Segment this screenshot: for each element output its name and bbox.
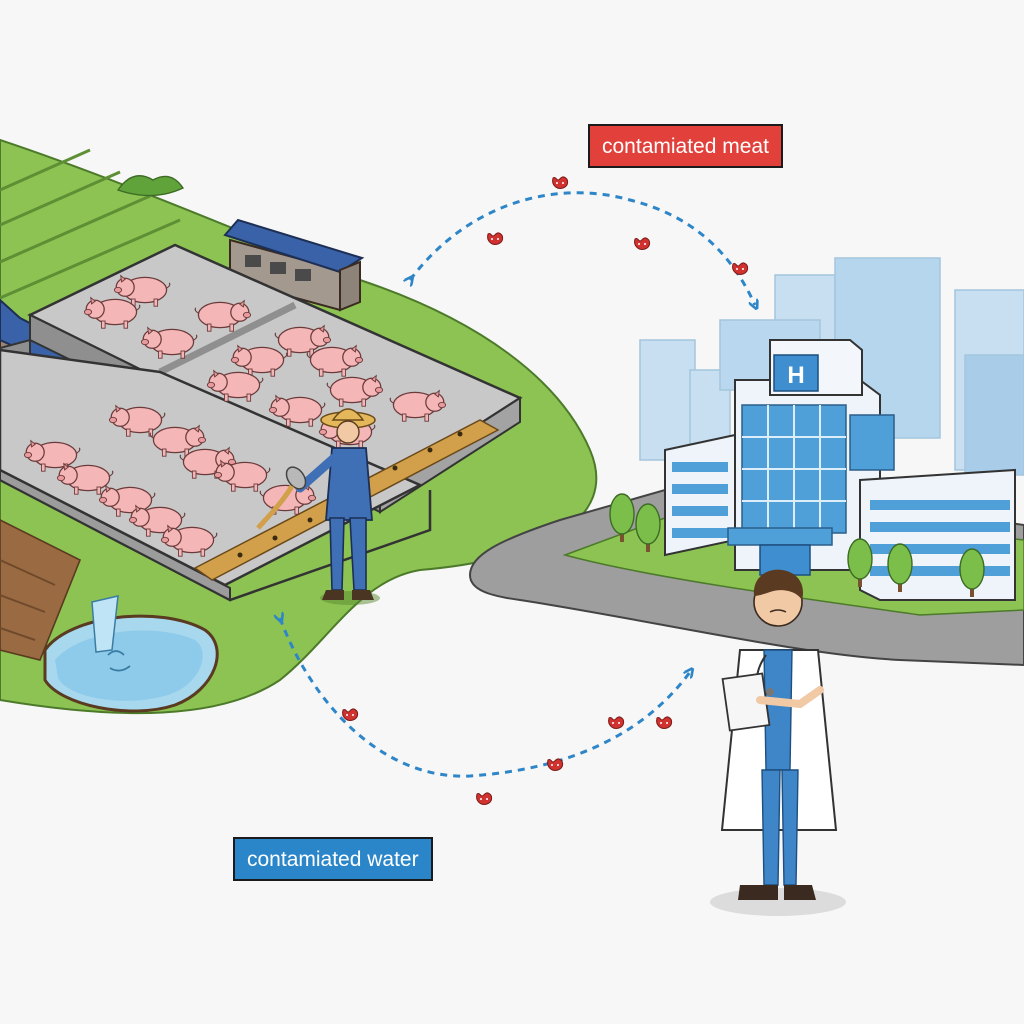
bacteria-icon (547, 758, 564, 771)
contaminated-meat-label: contamiated meat (588, 124, 783, 168)
bacteria-icon (476, 792, 493, 805)
bacteria-icon (342, 708, 359, 721)
bacteria-icon (608, 716, 625, 729)
water-pond (43, 595, 219, 713)
transmission-arrows (280, 191, 755, 778)
city-scene: H (468, 257, 1024, 916)
drain-pipe-flow (91, 595, 119, 653)
hospital-sign: H (787, 362, 804, 389)
water-transmission-arrow (280, 618, 690, 778)
bush (116, 175, 185, 197)
meat-transmission-arrow (410, 191, 755, 305)
hospital-building: H (664, 339, 1016, 601)
bacteria-icon (656, 716, 673, 729)
bacteria-icon (487, 232, 504, 245)
plowed-soil (0, 519, 82, 661)
crop-rows (0, 148, 181, 300)
bacteria-icon (552, 176, 569, 189)
doctor (710, 569, 846, 916)
bacteria-icon (732, 262, 749, 275)
contaminated-water-label: contamiated water (233, 837, 433, 881)
farmer (256, 408, 380, 605)
farm-scene (0, 138, 598, 715)
shed (223, 218, 365, 312)
bacteria-icon (634, 237, 651, 250)
